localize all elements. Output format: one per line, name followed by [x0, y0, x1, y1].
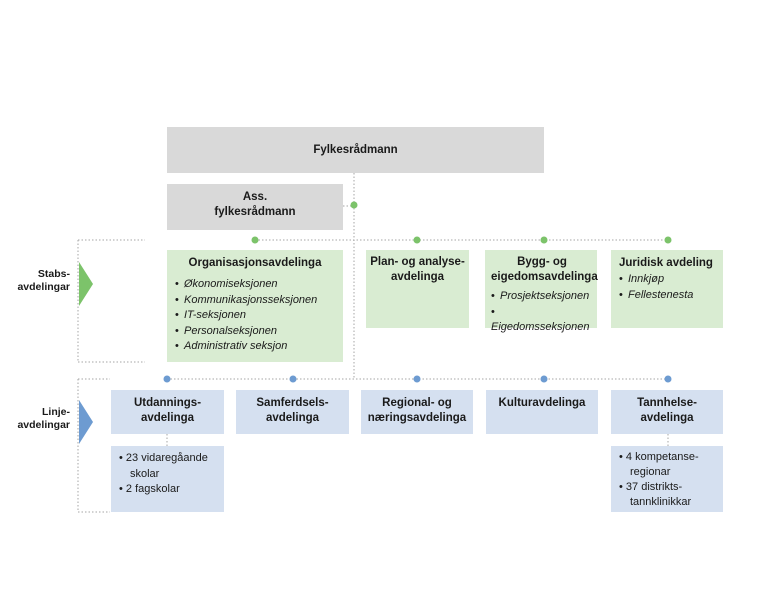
section-item: Økonomiseksjonen	[175, 277, 335, 293]
staff-dot-4	[664, 236, 672, 244]
line-dot-1	[163, 375, 171, 383]
line-label-line1: Linje-	[42, 406, 70, 418]
dept-title-line1: Plan- og analyse-	[370, 256, 465, 268]
line-dot-4	[540, 375, 548, 383]
dept-sections: Prosjektseksjonen Eigedomsseksjonen	[491, 289, 593, 336]
staff-label-line1: Stabs-	[37, 268, 70, 280]
line-dot-5	[664, 375, 672, 383]
staff-label-line2: avdelingar	[17, 281, 70, 293]
staff-dept-organisasjon: Organisasjonsavdelinga Økonomiseksjonen …	[167, 250, 343, 362]
line-label: Linje- avdelingar	[14, 406, 70, 432]
staff-label: Stabs- avdelingar	[14, 268, 70, 294]
dept-title-line2: avdelinga	[140, 412, 195, 424]
line-dept-samferdsel: Samferdsels- avdelinga	[236, 390, 349, 434]
section-item: Prosjektseksjonen	[491, 289, 593, 305]
line-dept-regional: Regional- og næringsavdelinga	[361, 390, 473, 434]
section-item: Innkjøp	[619, 272, 717, 288]
dept-title-line2: eigedomsavdelinga	[491, 271, 598, 283]
tannhelse-details: • 4 kompetanse- regionar • 37 distrikts-…	[611, 446, 723, 512]
line-dot-2	[289, 375, 297, 383]
line-dept-utdanning: Utdannings- avdelinga	[111, 390, 224, 434]
dept-title: Organisasjonsavdelinga	[188, 257, 322, 269]
detail-item: • 2 fagskolar	[119, 483, 180, 495]
section-item: Eigedomsseksjonen	[491, 305, 593, 336]
staff-dot-2	[413, 236, 421, 244]
fylkesradmann-box: Fylkesrådmann	[167, 127, 544, 173]
section-item: Personalseksjonen	[175, 324, 335, 340]
assistant-box: Ass. fylkesrådmann	[167, 184, 343, 230]
section-item: Fellestenesta	[619, 288, 717, 304]
line-arrow-icon	[79, 400, 93, 444]
section-item: Administrativ seksjon	[175, 339, 335, 355]
line-label-line2: avdelingar	[17, 419, 70, 431]
detail-item: • 37 distrikts-	[619, 481, 683, 493]
dept-title-line1: Regional- og	[382, 397, 452, 409]
dept-title-line1: Utdannings-	[133, 397, 202, 409]
line-dept-kultur: Kulturavdelinga	[486, 390, 598, 434]
staff-arrow-icon	[79, 262, 93, 306]
dept-title-line2: avdelinga	[390, 271, 445, 283]
assistant-dot	[350, 201, 358, 209]
section-item: Kommunikasjonsseksjonen	[175, 293, 335, 309]
dept-title-line2: avdelinga	[640, 412, 694, 424]
detail-item-cont: regionar	[630, 466, 671, 478]
section-item: IT-seksjonen	[175, 308, 335, 324]
dept-title-line2: næringsavdelinga	[367, 412, 467, 424]
staff-dept-bygg: Bygg- og eigedomsavdelinga Prosjektseksj…	[485, 250, 598, 333]
dept-sections: Økonomiseksjonen Kommunikasjonsseksjonen…	[175, 277, 335, 355]
staff-dot-3	[540, 236, 548, 244]
detail-item-cont: skolar	[130, 467, 160, 480]
detail-item-cont: tannklinikkar	[630, 496, 692, 508]
line-dot-3	[413, 375, 421, 383]
detail-item: • 4 kompetanse-	[619, 451, 699, 463]
staff-dot-1	[251, 236, 259, 244]
assistant-title-line1: Ass.	[242, 191, 268, 203]
fylkesradmann-title: Fylkesrådmann	[313, 144, 398, 156]
dept-title-line1: Tannhelse-	[637, 397, 697, 409]
dept-sections: Innkjøp Fellestenesta	[619, 272, 717, 303]
staff-dept-plan: Plan- og analyse- avdelinga	[366, 250, 469, 328]
detail-item: • 23 vidaregåande	[119, 452, 208, 464]
assistant-title-line2: fylkesrådmann	[214, 206, 296, 218]
staff-dept-juridisk: Juridisk avdeling Innkjøp Fellestenesta	[611, 250, 723, 328]
dept-title-line2: avdelinga	[265, 412, 320, 424]
line-dept-tannhelse: Tannhelse- avdelinga	[611, 390, 723, 434]
utdanning-details: • 23 vidaregåande skolar • 2 fagskolar	[111, 446, 224, 512]
dept-title-line1: Kulturavdelinga	[498, 397, 586, 409]
dept-title: Juridisk avdeling	[619, 257, 713, 269]
dept-title-line1: Bygg- og	[517, 256, 567, 268]
dept-title-line1: Samferdsels-	[256, 397, 329, 409]
